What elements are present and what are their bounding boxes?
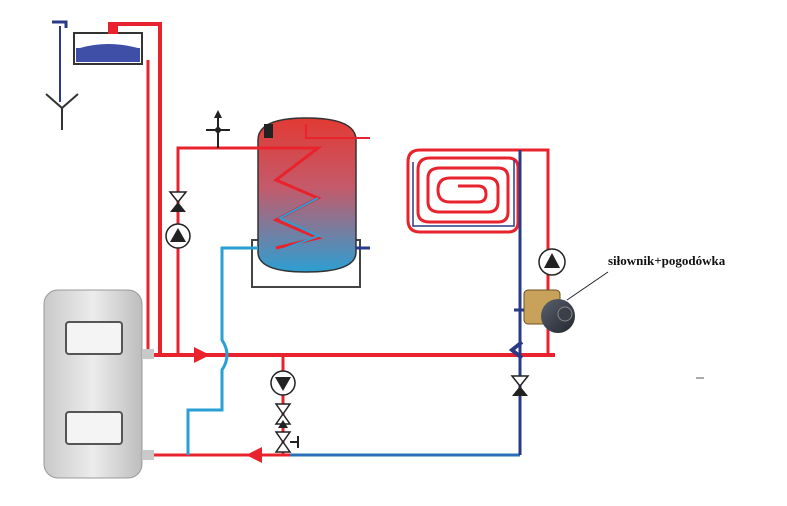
shutoff-valve-icon (274, 431, 299, 453)
drain-funnel-icon (45, 20, 79, 130)
check-valve-icon (508, 340, 524, 360)
expansion-tank-icon (73, 24, 143, 65)
tank-supply-branch (176, 146, 258, 355)
hot-water-tank-icon (244, 117, 370, 288)
circulation-pump-icon (538, 248, 566, 276)
shutoff-valve-icon (168, 191, 188, 212)
boiler-icon (43, 289, 154, 479)
mixing-valve-actuator-icon (514, 289, 575, 333)
actuator-callout-label: siłownik+pogodówka (608, 253, 726, 268)
tank-return-branch (186, 246, 258, 455)
supply-riser (108, 22, 162, 355)
shutoff-valve-icon (510, 375, 530, 396)
flow-arrow-icon (194, 347, 210, 363)
circulation-pump-icon (165, 223, 191, 249)
check-valve-icon (274, 403, 292, 428)
circulation-pump-icon (270, 370, 296, 396)
air-vent-icon (206, 110, 230, 148)
callout-leader (566, 271, 609, 301)
flow-arrow-icon (246, 447, 262, 463)
